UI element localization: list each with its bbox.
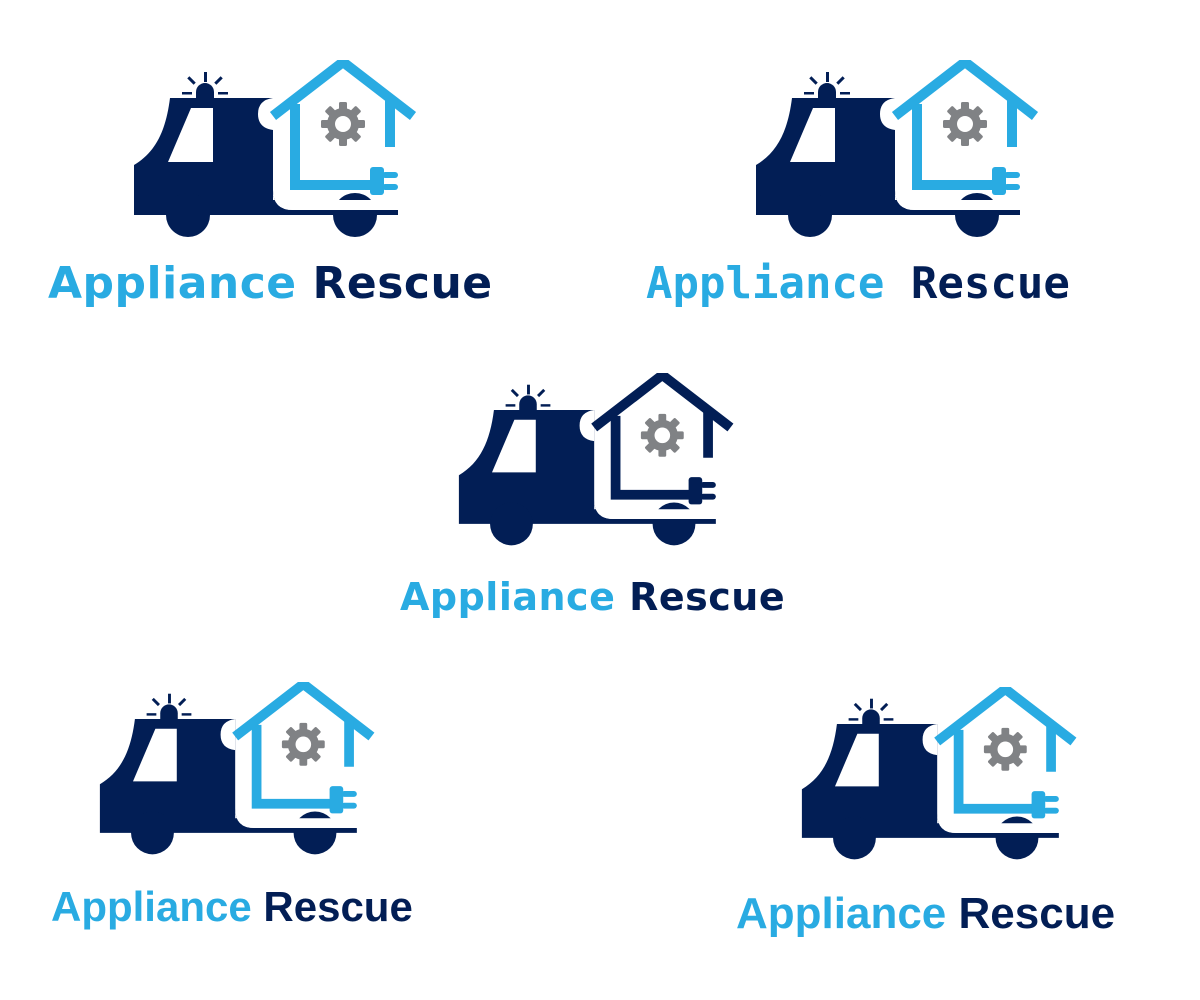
- logo-wordmark-5: Appliance Rescue: [736, 892, 1115, 936]
- wordmark-appliance: Appliance: [51, 883, 252, 930]
- logo-mark: [96, 682, 388, 867]
- electric-plug-icon: [688, 477, 716, 505]
- logo-variant-4: [96, 682, 388, 867]
- wordmark-rescue: Rescue: [312, 258, 493, 309]
- house-outline-icon: [922, 687, 1077, 834]
- wordmark-appliance: Appliance: [400, 575, 616, 619]
- logo-variant-5: [798, 687, 1090, 872]
- siren-light-icon: [505, 384, 551, 411]
- wordmark-rescue: Rescue: [958, 889, 1116, 938]
- logo-variant-1: [130, 60, 430, 250]
- electric-plug-icon: [992, 167, 1020, 195]
- logo-wordmark-3: Appliance Rescue: [400, 578, 785, 616]
- siren-light-icon: [848, 698, 894, 725]
- logo-wordmark-4: Appliance Rescue: [51, 886, 413, 928]
- wordmark-appliance: Appliance: [646, 258, 885, 309]
- gear-icon: [281, 722, 325, 766]
- logo-variant-3: [455, 373, 747, 558]
- house-outline-icon: [579, 373, 734, 520]
- electric-plug-icon: [329, 786, 357, 814]
- logo-mark: [455, 373, 747, 558]
- gear-icon: [640, 413, 684, 457]
- logo-mark: [752, 60, 1052, 250]
- wordmark-rescue: Rescue: [910, 258, 1070, 309]
- gear-icon: [943, 102, 987, 146]
- electric-plug-icon: [1031, 791, 1059, 819]
- logo-mark: [130, 60, 430, 250]
- electric-plug-icon: [370, 167, 398, 195]
- gear-icon: [321, 102, 365, 146]
- siren-light-icon: [146, 693, 192, 720]
- wordmark-rescue: Rescue: [263, 883, 413, 930]
- house-outline-icon: [258, 60, 417, 210]
- house-outline-icon: [880, 60, 1039, 210]
- gear-icon: [983, 727, 1027, 771]
- wordmark-appliance: Appliance: [48, 258, 297, 309]
- wordmark-rescue: Rescue: [629, 575, 786, 619]
- logo-mark: [798, 687, 1090, 872]
- siren-light-icon: [182, 72, 228, 98]
- wordmark-appliance: Appliance: [736, 889, 947, 938]
- siren-light-icon: [804, 72, 850, 98]
- house-outline-icon: [220, 682, 375, 829]
- logo-wordmark-2: Appliance Rescue: [646, 262, 1070, 306]
- logo-variant-2: [752, 60, 1052, 250]
- logo-wordmark-1: Appliance Rescue: [48, 262, 493, 306]
